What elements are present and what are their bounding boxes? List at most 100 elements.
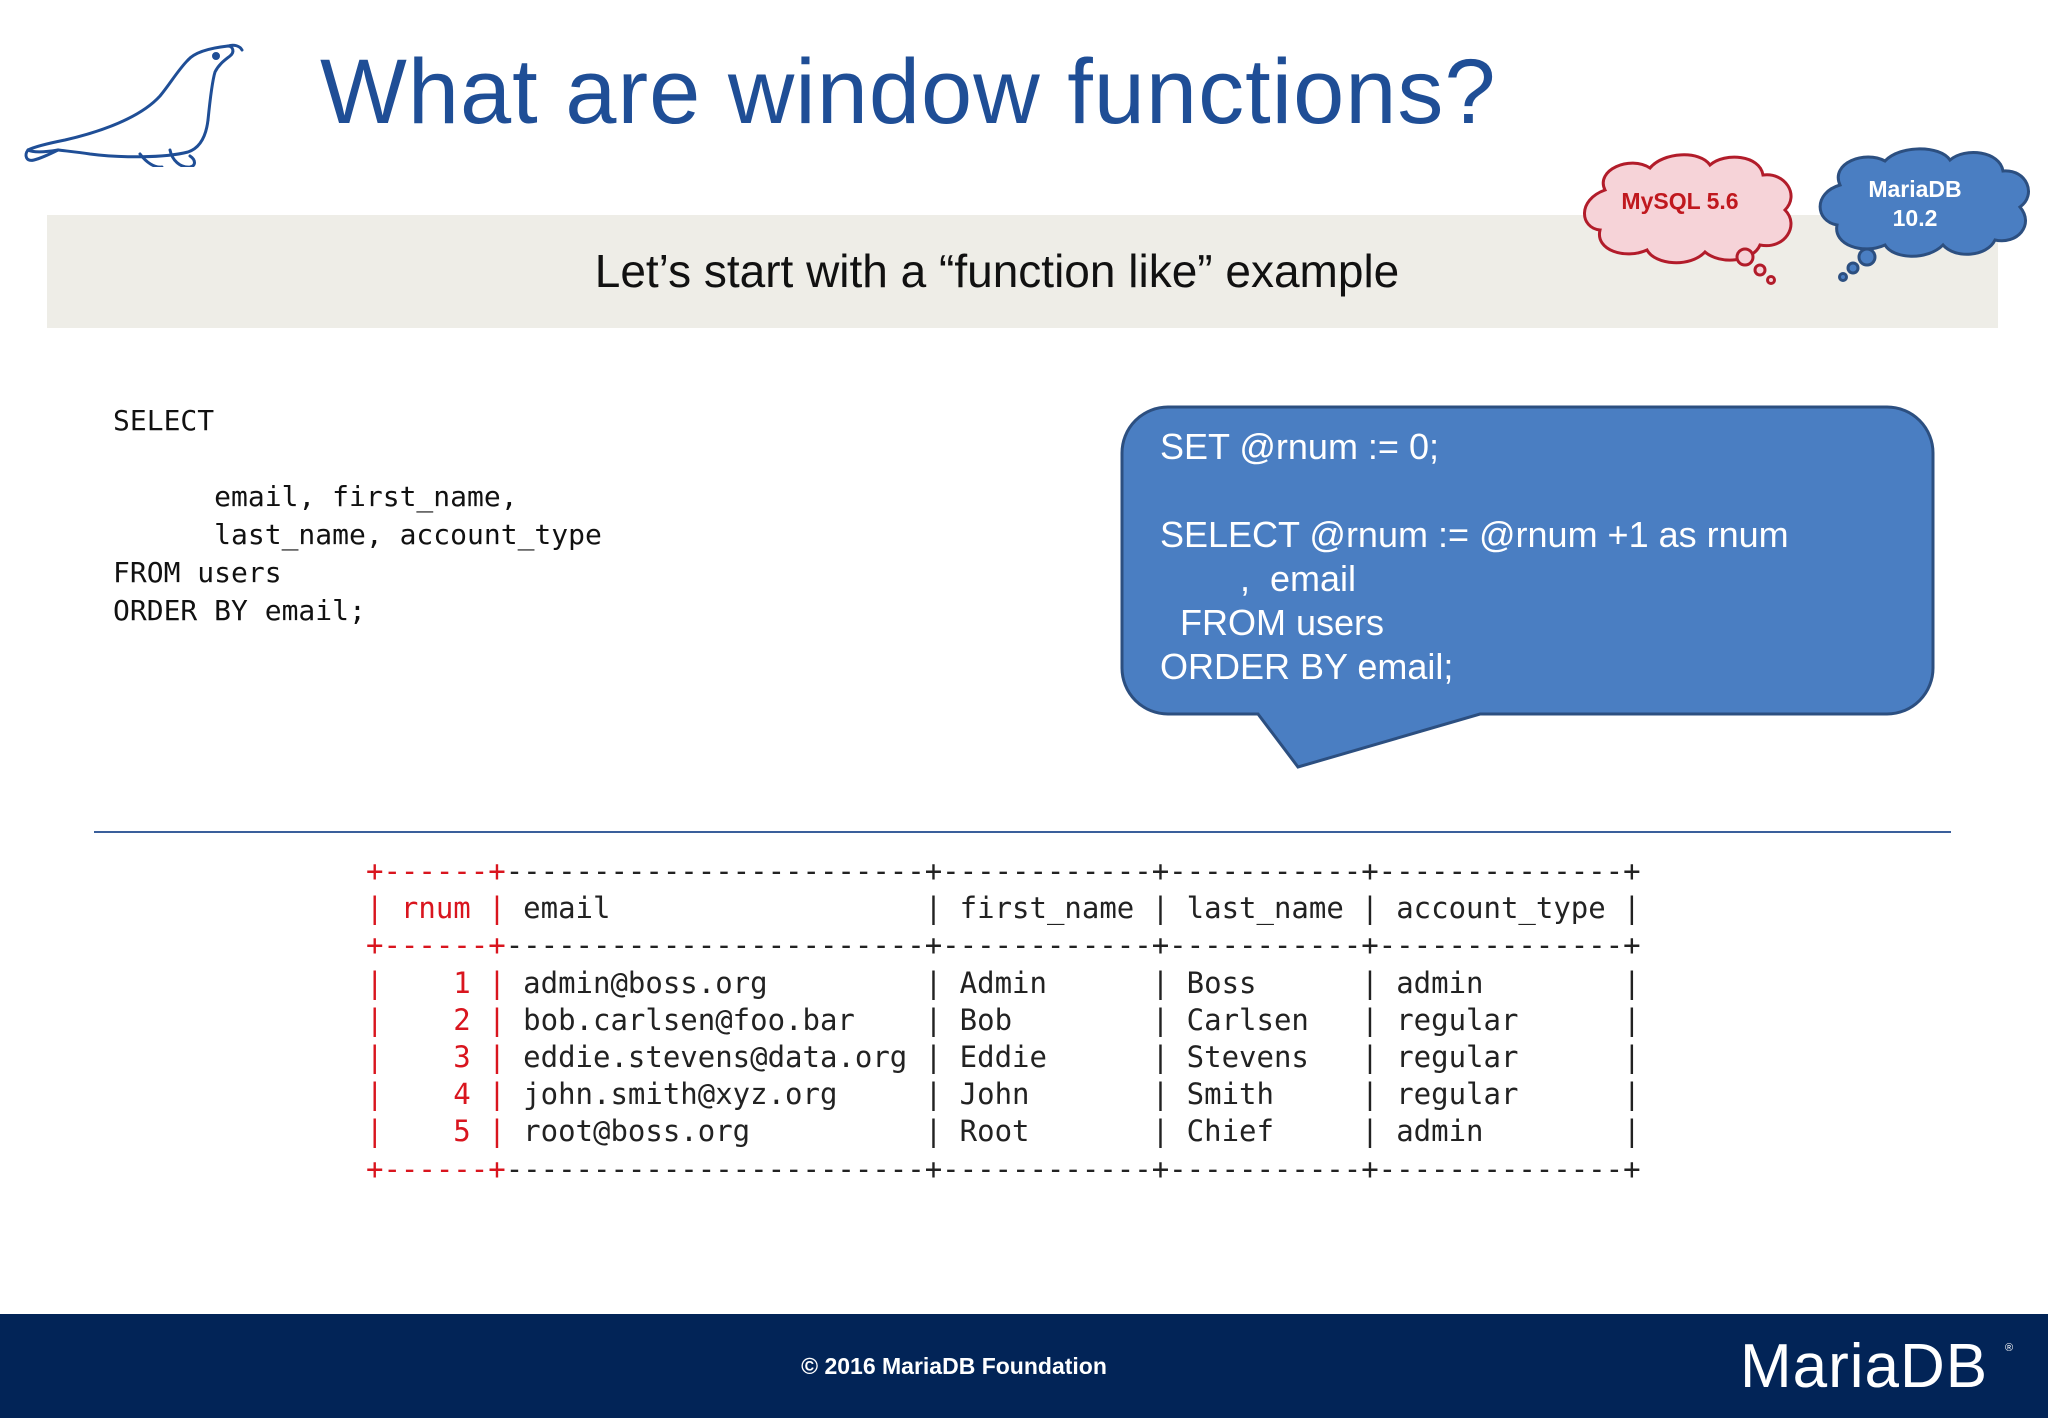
table-pipe: | (1605, 1040, 1659, 1075)
table-cell: 4 (400, 1077, 471, 1112)
table-border: +------+------------------------+-------… (366, 1151, 1658, 1188)
table-pipe: | (907, 1077, 960, 1112)
mariadb-logo-text: MariaDB (1740, 1332, 1989, 1401)
table-cell: regular (1396, 1040, 1606, 1075)
table-cell: Carlsen (1186, 1002, 1344, 1037)
table-pipe: | (1605, 1077, 1659, 1112)
table-pipe: | (366, 1002, 401, 1037)
table-cell: Smith (1186, 1077, 1344, 1112)
table-pipe: | (907, 1040, 960, 1075)
table-pipe: | (470, 1002, 524, 1037)
table-pipe: | (1605, 1002, 1659, 1037)
bubble-sql-line: ORDER BY email; (1160, 646, 1454, 687)
table-cell: admin@boss.org (523, 965, 908, 1000)
table-pipe: | (470, 1114, 524, 1149)
table-pipe: | (366, 1114, 401, 1149)
copyright-text: © 2016 MariaDB Foundation (801, 1353, 1107, 1379)
mariadb-version-label: MariaDB 10.2 (1830, 175, 2000, 233)
table-border-segment: ------------------------+------------+--… (505, 854, 1641, 888)
table-cell: john.smith@xyz.org (523, 1077, 908, 1112)
table-row: | 5 | root@boss.org | Root | Chief | adm… (366, 1113, 1658, 1150)
table-pipe: | (1605, 1114, 1659, 1149)
column-header: first_name (959, 891, 1135, 926)
table-pipe: | (1343, 1114, 1397, 1149)
mysql-version-label: MySQL 5.6 (1621, 188, 1739, 214)
table-cell: Boss (1186, 965, 1344, 1000)
table-pipe: | (1343, 1077, 1397, 1112)
table-cell: admin (1396, 1114, 1606, 1149)
sql-line: FROM users (113, 556, 282, 589)
table-cell: Eddie (959, 1040, 1135, 1075)
bubble-sql-code: SET @rnum := 0; SELECT @rnum := @rnum +1… (1160, 425, 1789, 689)
table-cell: 5 (400, 1114, 471, 1149)
table-border-segment: +------+ (366, 1151, 506, 1186)
table-border-segment: ------------------------+------------+--… (505, 1151, 1641, 1186)
query-result-table: +------+------------------------+-------… (366, 853, 1658, 1188)
table-cell: eddie.stevens@data.org (523, 1040, 908, 1075)
sql-line (113, 440, 602, 478)
table-pipe: | (1134, 1002, 1187, 1037)
table-cell: 1 (400, 965, 471, 1000)
table-pipe: | (1605, 891, 1659, 926)
table-cell: Bob (959, 1002, 1135, 1037)
bubble-sql-line (1160, 469, 1789, 513)
column-header: email (523, 891, 908, 926)
table-cell: Chief (1186, 1114, 1344, 1149)
table-pipe: | (366, 891, 401, 926)
sql-query-code: SELECT email, first_name, last_name, acc… (113, 402, 602, 630)
table-pipe: | (907, 1114, 960, 1149)
seal-icon (24, 43, 244, 167)
table-cell: Admin (959, 965, 1135, 1000)
table-cell: 2 (400, 1002, 471, 1037)
table-cell: bob.carlsen@foo.bar (523, 1002, 908, 1037)
table-border-segment: +------+ (366, 928, 506, 963)
sql-line: SELECT (113, 404, 215, 437)
bubble-sql-line: , email (1160, 558, 1357, 599)
table-cell: regular (1396, 1002, 1606, 1037)
registered-mark: ® (2005, 1342, 2014, 1354)
table-pipe: | (366, 1040, 401, 1075)
table-pipe: | (1343, 891, 1397, 926)
table-border-segment: ------------------------+------------+--… (505, 928, 1641, 963)
mariadb-label-line1: MariaDB (1868, 176, 1962, 202)
table-pipe: | (366, 965, 401, 1000)
mariadb-label-line2: 10.2 (1892, 205, 1938, 231)
table-border: +------+------------------------+-------… (366, 927, 1658, 964)
table-pipe: | (907, 1002, 960, 1037)
bubble-sql-line: SELECT @rnum := @rnum +1 as rnum (1160, 514, 1789, 555)
table-cell: John (959, 1077, 1135, 1112)
table-pipe: | (470, 891, 524, 926)
table-row: | 3 | eddie.stevens@data.org | Eddie | S… (366, 1039, 1658, 1076)
mysql-cloud-icon (1583, 153, 1793, 285)
table-cell: Stevens (1186, 1040, 1344, 1075)
slide-title: What are window functions? (320, 41, 1497, 143)
table-cell: 3 (400, 1040, 471, 1075)
table-pipe: | (907, 891, 960, 926)
table-pipe: | (470, 1077, 524, 1112)
column-header: rnum (400, 891, 471, 926)
bubble-sql-line: FROM users (1160, 602, 1385, 643)
table-pipe: | (1605, 965, 1659, 1000)
table-pipe: | (1134, 1040, 1187, 1075)
table-pipe: | (470, 965, 524, 1000)
table-pipe: | (1134, 965, 1187, 1000)
table-pipe: | (1343, 965, 1397, 1000)
table-pipe: | (1134, 1077, 1187, 1112)
table-pipe: | (1343, 1002, 1397, 1037)
table-pipe: | (1134, 891, 1187, 926)
table-pipe: | (1134, 1114, 1187, 1149)
table-cell: Root (959, 1114, 1135, 1149)
speech-bubble (1120, 405, 1935, 769)
table-header-row: | rnum | email | first_name | last_name … (366, 890, 1658, 927)
column-header: account_type (1396, 891, 1606, 926)
table-row: | 1 | admin@boss.org | Admin | Boss | ad… (366, 965, 1658, 1002)
footer-bar (0, 1314, 2048, 1418)
table-pipe: | (366, 1077, 401, 1112)
slide-subtitle: Let’s start with a “function like” examp… (594, 245, 1400, 297)
table-pipe: | (470, 1040, 524, 1075)
bubble-sql-line: SET @rnum := 0; (1160, 426, 1439, 467)
sql-line: email, first_name, (113, 480, 518, 513)
sql-line: last_name, account_type (113, 518, 602, 551)
table-pipe: | (907, 965, 960, 1000)
column-header: last_name (1186, 891, 1344, 926)
